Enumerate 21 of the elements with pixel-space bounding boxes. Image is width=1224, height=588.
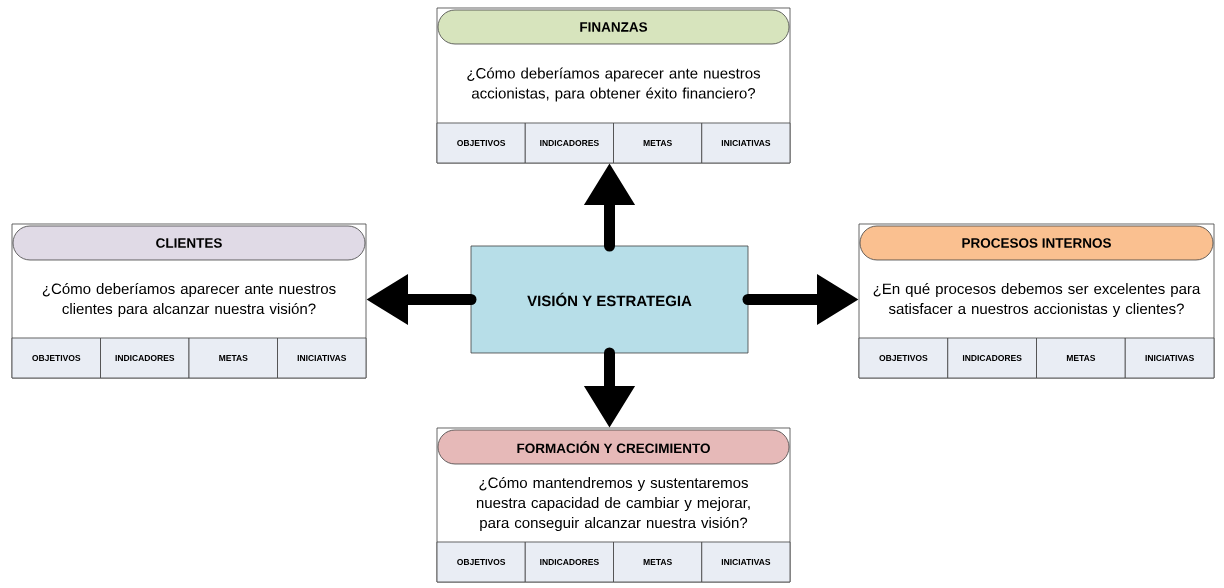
table-cell: METAS	[188, 337, 278, 379]
table-cell: INDICADORES	[947, 337, 1037, 379]
table-cell: INDICADORES	[524, 122, 614, 164]
table-cell: OBJETIVOS	[858, 337, 949, 379]
table-cell: METAS	[613, 541, 703, 583]
table-cell: INICIATIVAS	[701, 122, 791, 164]
table-cell: METAS	[613, 122, 703, 164]
table-cell: OBJETIVOS	[11, 337, 101, 379]
heading-pill: FORMACIÓN Y CRECIMIENTO	[437, 429, 790, 465]
process-box: VISIÓN Y ESTRATEGIA	[470, 245, 749, 354]
table-cell: METAS	[1036, 337, 1126, 379]
table-cell: INICIATIVAS	[1124, 337, 1215, 379]
table-cell: INICIATIVAS	[277, 337, 367, 379]
table-cell: INICIATIVAS	[701, 541, 791, 583]
table-cell: INDICADORES	[524, 541, 614, 583]
heading-pill: PROCESOS INTERNOS	[859, 225, 1214, 261]
table-cell: OBJETIVOS	[436, 541, 526, 583]
table-cell: INDICADORES	[100, 337, 190, 379]
heading-pill: CLIENTES	[12, 225, 366, 261]
table-cell: OBJETIVOS	[436, 122, 526, 164]
heading-pill: FINANZAS	[437, 9, 790, 45]
